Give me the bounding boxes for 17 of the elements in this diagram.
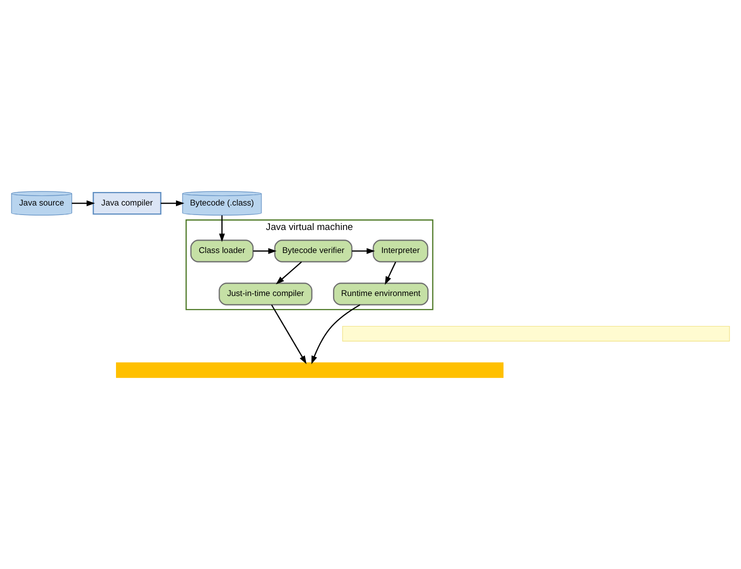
node-box: Interpreter bbox=[372, 240, 428, 262]
node-bar bbox=[116, 362, 504, 378]
arrow bbox=[253, 248, 277, 254]
arrow bbox=[384, 262, 396, 285]
arrow bbox=[160, 200, 184, 206]
arrow bbox=[276, 262, 302, 284]
node-box: Java compiler bbox=[92, 192, 162, 215]
arrow bbox=[219, 215, 225, 242]
node-box: Just-in-time compiler bbox=[218, 282, 312, 306]
arrow bbox=[352, 248, 376, 254]
node-box: Runtime environment bbox=[333, 282, 429, 306]
node-box: Bytecode verifier bbox=[274, 240, 352, 262]
node-bar bbox=[342, 326, 730, 342]
arrow bbox=[311, 304, 360, 364]
arrow bbox=[72, 200, 95, 206]
arrow bbox=[271, 304, 307, 364]
node-box: Class loader bbox=[190, 240, 254, 262]
